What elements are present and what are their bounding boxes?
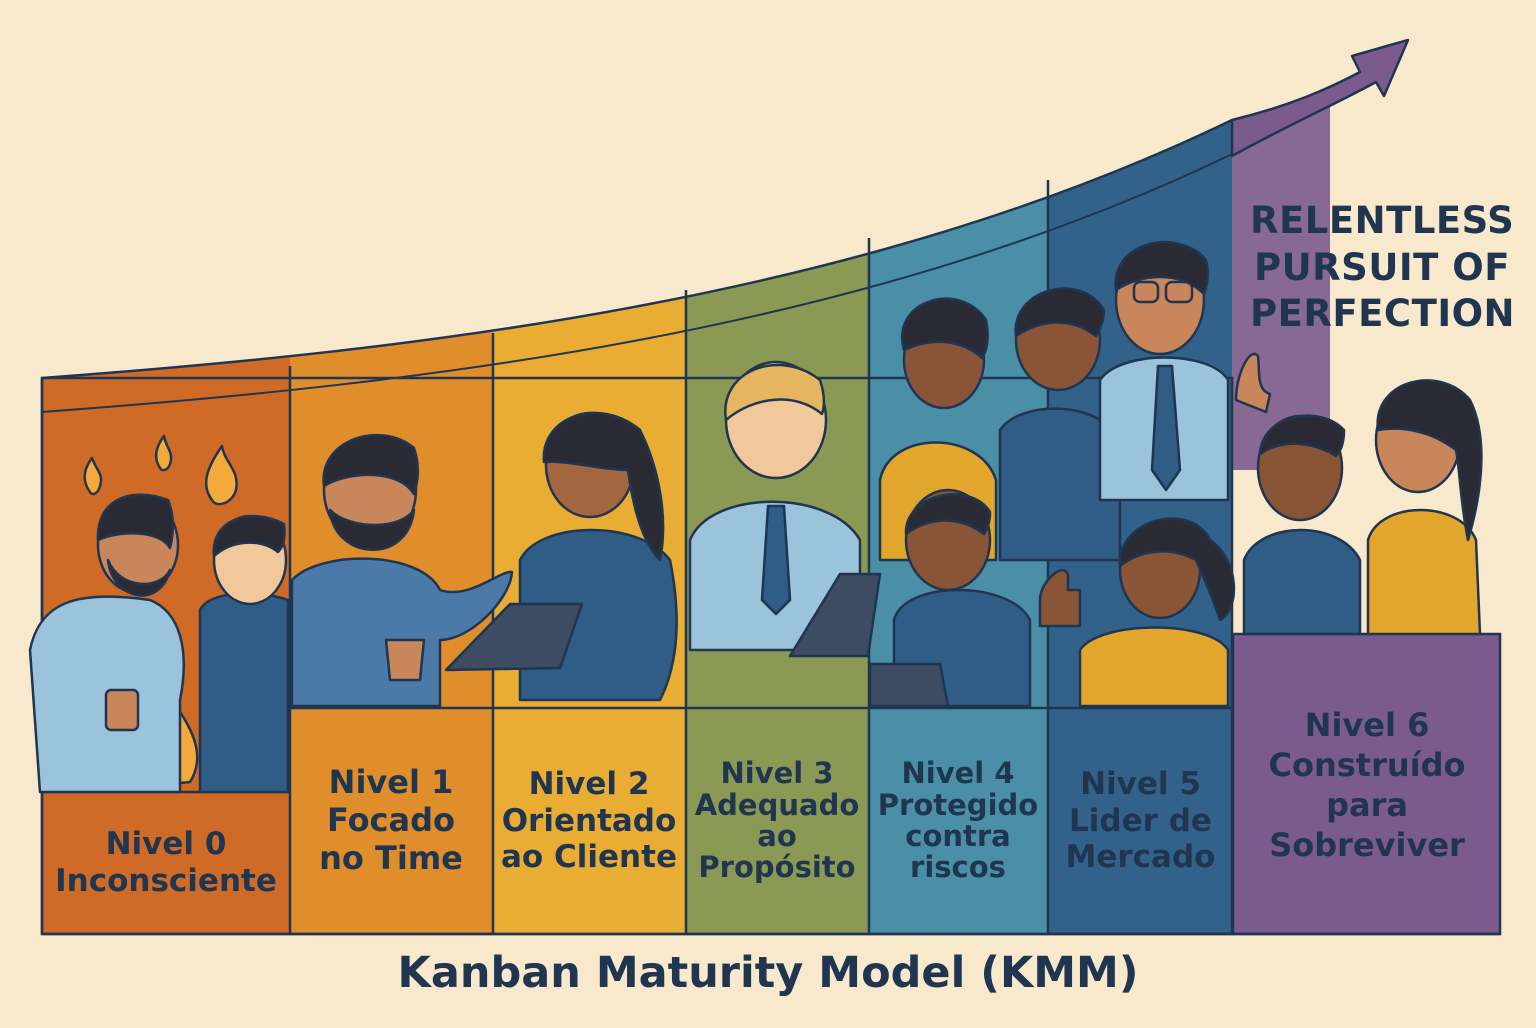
level-5-line: Mercado <box>1065 839 1216 876</box>
level-1-line: no Time <box>319 838 463 877</box>
level-0-line: Inconsciente <box>55 863 277 899</box>
level-1-line: Focado <box>327 801 455 840</box>
level-3-label: Nivel 3 Adequado ao Propósito <box>687 708 867 934</box>
flame-icon <box>204 444 238 506</box>
level-5-line: Nivel 5 <box>1080 766 1201 803</box>
diagram-title: Kanban Maturity Model (KMM) <box>397 948 1139 998</box>
level-0-scene <box>28 434 290 794</box>
level-4-line: Protegido <box>877 787 1039 822</box>
flame-icon <box>83 456 103 496</box>
slogan-line: PERFECTION <box>1250 292 1516 336</box>
level-6-line: Nivel 6 <box>1304 706 1430 744</box>
level-6-scene <box>1242 379 1483 636</box>
slogan-line: PURSUIT OF <box>1254 245 1510 289</box>
level-2-label: Nivel 2 Orientado ao Cliente <box>494 708 684 934</box>
level-2-line: ao Cliente <box>501 839 677 876</box>
level-6-label: Nivel 6 Construído para Sobreviver <box>1235 636 1499 934</box>
level-5-label: Nivel 5 Lider de Mercado <box>1049 708 1232 934</box>
growth-arrow <box>1230 38 1410 158</box>
slogan: RELENTLESS PURSUIT OF PERFECTION <box>1250 198 1516 338</box>
level-2-scene <box>444 411 678 702</box>
level-3-line: Adequado <box>694 787 860 822</box>
slogan-line: RELENTLESS <box>1250 199 1515 242</box>
level-6-line: Construído <box>1268 746 1466 784</box>
level-6-line: Sobreviver <box>1269 826 1465 864</box>
level-5-line: Lider de <box>1069 802 1212 839</box>
level-1-line: Nivel 1 <box>328 763 454 802</box>
level-0-label: Nivel 0 Inconsciente <box>44 792 288 934</box>
level-2-line: Orientado <box>501 802 677 839</box>
level-0-line: Nivel 0 <box>105 826 227 863</box>
level-4-line: contra <box>905 819 1011 853</box>
level-3-line: Nivel 3 <box>720 756 834 791</box>
level-4-label: Nivel 4 Protegido contra riscos <box>870 708 1046 934</box>
level-4-5-scene <box>868 241 1272 708</box>
level-1-label: Nivel 1 Focado no Time <box>291 708 491 934</box>
level-3-scene <box>688 360 882 658</box>
level-6-line: para <box>1326 786 1408 824</box>
level-4-line: riscos <box>910 850 1006 885</box>
level-3-line: Propósito <box>698 850 856 885</box>
level-1-scene <box>290 433 514 708</box>
level-4-line: Nivel 4 <box>901 756 1015 791</box>
level-6-column <box>1231 632 1502 936</box>
level-2-line: Nivel 2 <box>528 766 650 803</box>
level-3-line: ao <box>757 819 797 853</box>
flame-icon <box>154 434 173 472</box>
